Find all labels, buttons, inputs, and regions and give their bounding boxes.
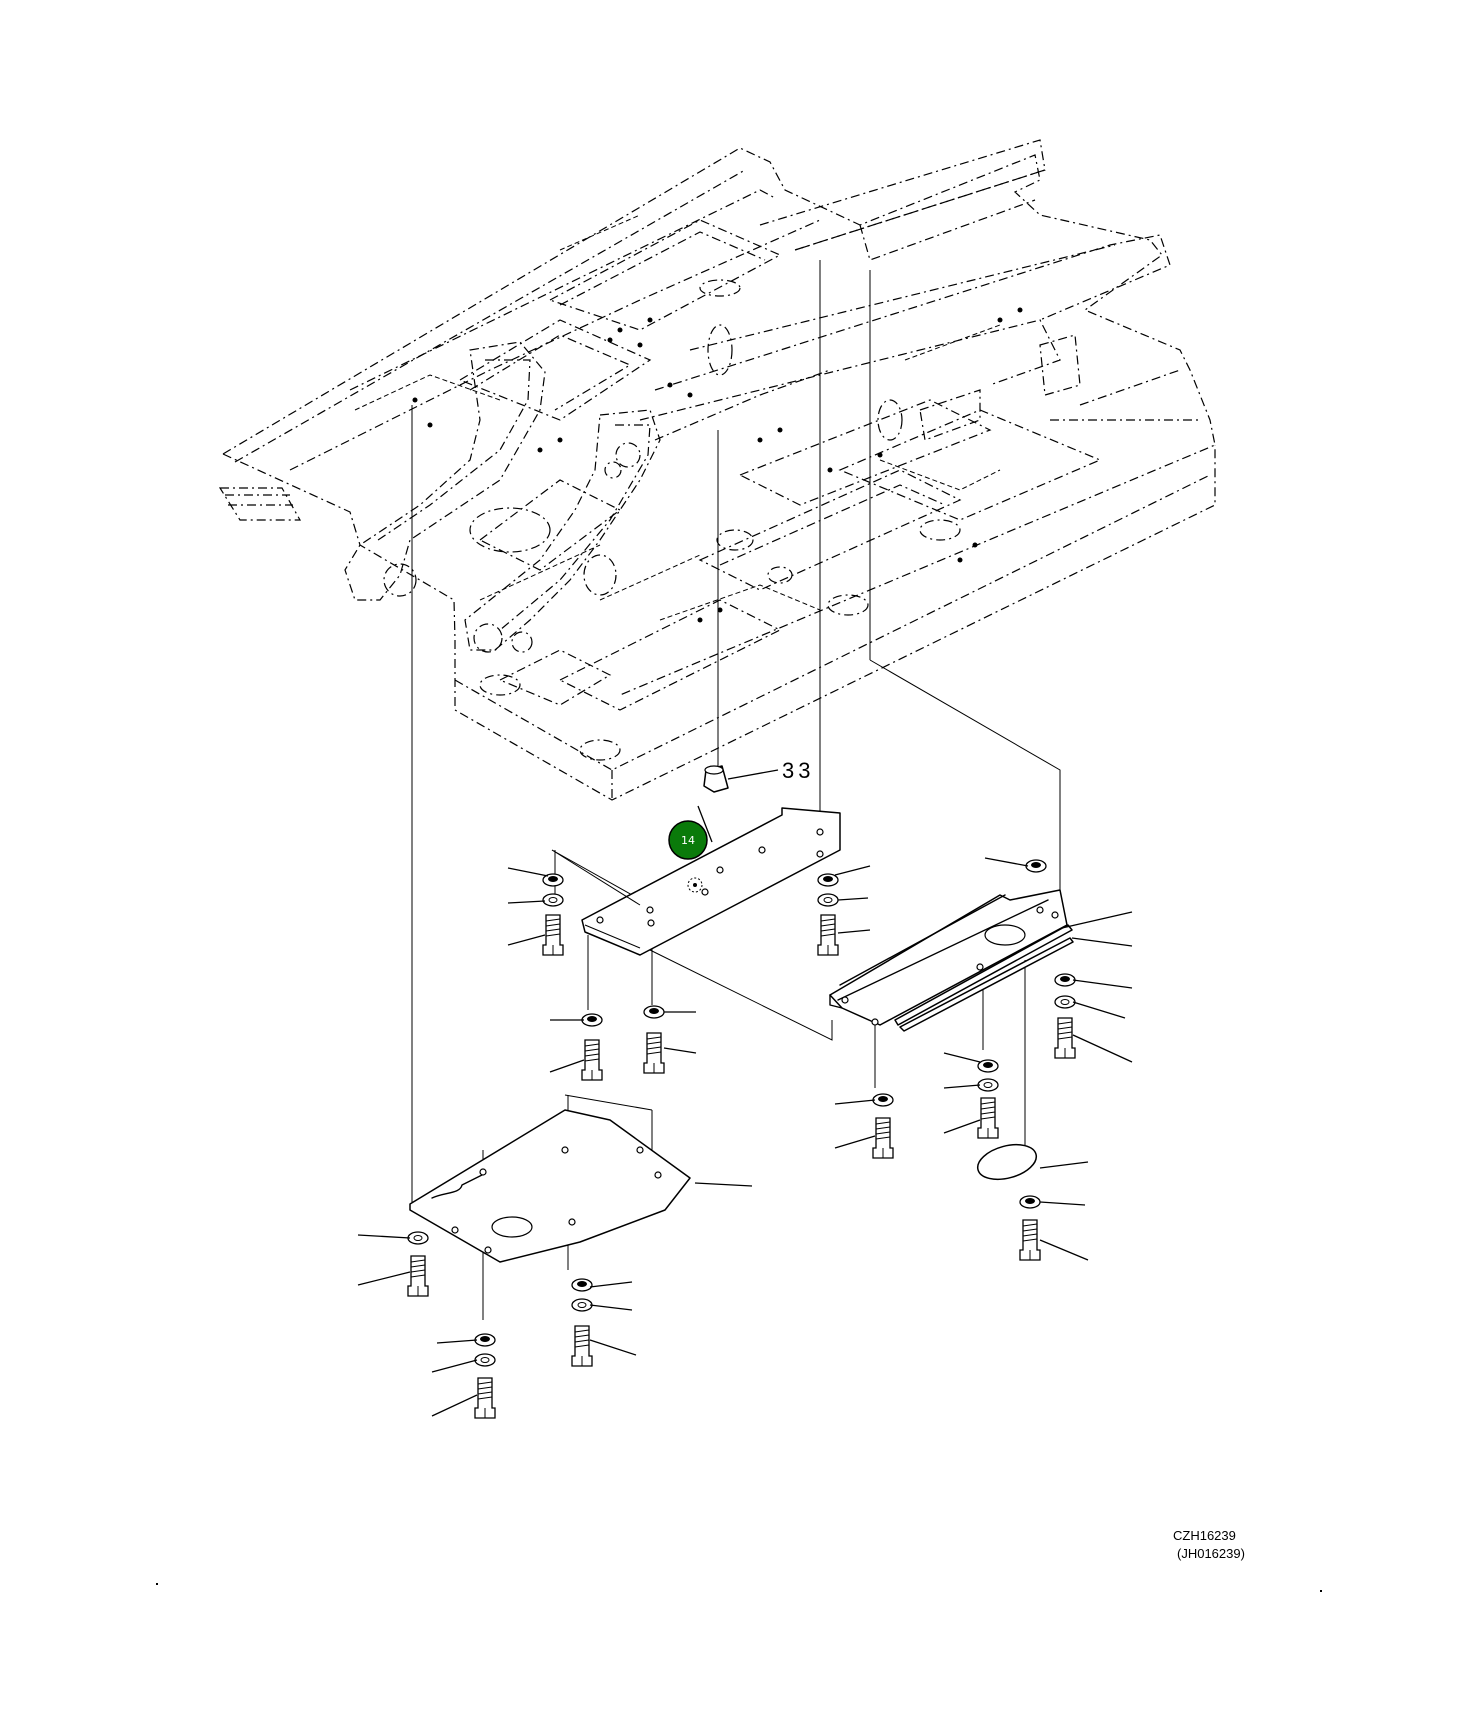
lower-cover-plate	[409, 1109, 691, 1263]
main-frame	[218, 139, 1216, 801]
marker-14-label: 14	[681, 834, 695, 847]
right-cover-plate	[829, 889, 1074, 1032]
fastener-set-10	[357, 1231, 429, 1297]
fastener-set-8	[943, 1052, 999, 1139]
fastener-set-12	[571, 1278, 637, 1367]
corner-speck	[1320, 1590, 1322, 1592]
fastener-set-7	[834, 1093, 894, 1159]
callout-33: 33	[782, 758, 814, 783]
fastener-set-4	[643, 1005, 697, 1074]
corner-speck	[156, 1583, 158, 1585]
fastener-set-9	[1019, 1161, 1089, 1261]
fastener-set-3	[549, 1013, 603, 1081]
center-plate-drain-symbol	[687, 877, 703, 893]
part-33-plug: 33	[703, 758, 814, 793]
fastener-set-2	[817, 865, 871, 956]
drawing-code: CZH16239	[1173, 1528, 1236, 1543]
item-14-marker[interactable]: 14	[668, 820, 708, 860]
fastener-set-5	[984, 857, 1133, 947]
fastener-set-11	[431, 1333, 496, 1419]
fastener-set-6	[1054, 973, 1133, 1063]
inspection-cover	[976, 1143, 1038, 1181]
fastener-set-1	[507, 867, 564, 956]
lower-plate-leader	[694, 1182, 753, 1187]
center-cover-plate	[551, 805, 841, 956]
drawing-code-alt: (JH016239)	[1177, 1546, 1245, 1561]
